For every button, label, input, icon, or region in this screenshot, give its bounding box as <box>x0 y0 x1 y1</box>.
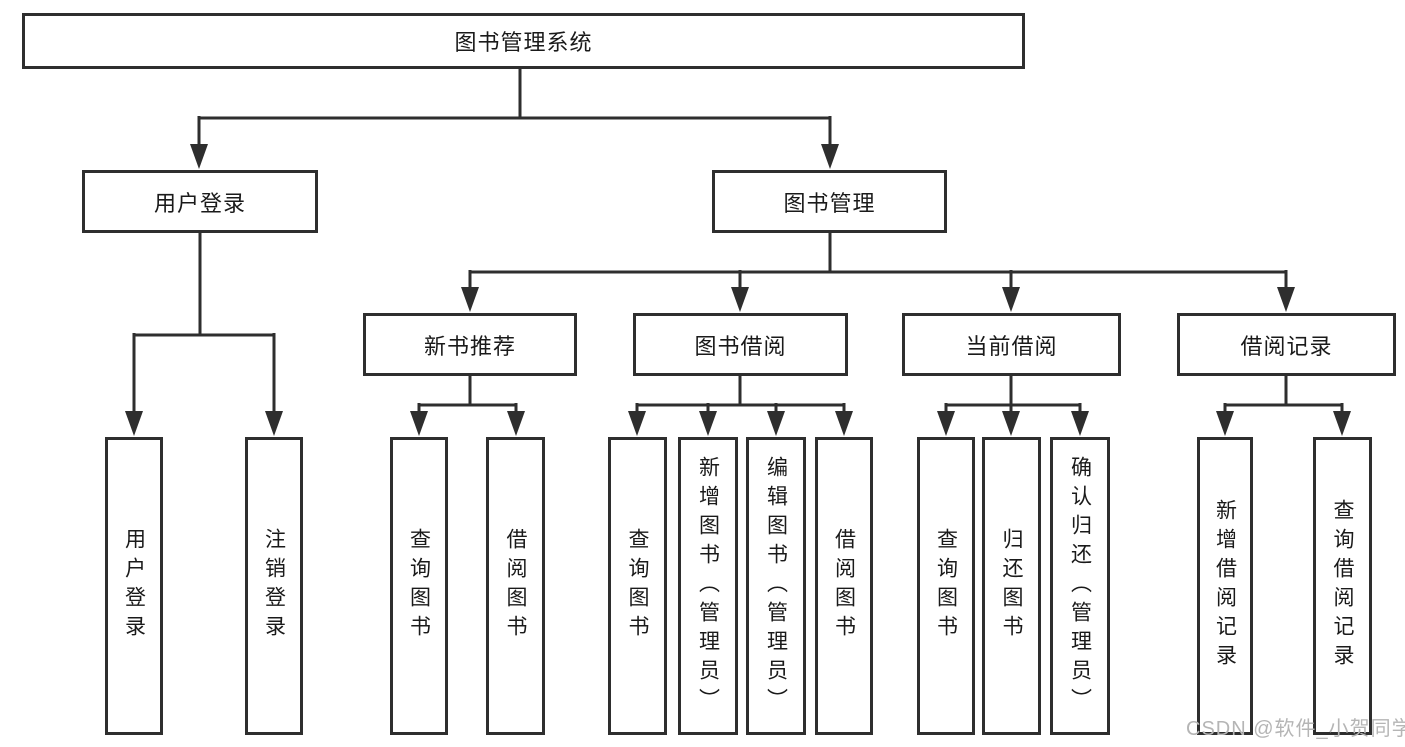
leaf-edit-books-admin: 编辑图书（管理员） <box>746 437 806 735</box>
node-book-borrowing: 图书借阅 <box>633 313 848 376</box>
node-user-login: 用户登录 <box>82 170 318 233</box>
leaf-return-books: 归还图书 <box>982 437 1041 735</box>
leaf-borrowing-query-books: 查询图书 <box>608 437 667 735</box>
leaf-add-borrow-record: 新增借阅记录 <box>1197 437 1253 735</box>
leaf-recommend-borrow-books: 借阅图书 <box>486 437 545 735</box>
node-book-management: 图书管理 <box>712 170 947 233</box>
leaf-confirm-return-admin: 确认归还（管理员） <box>1050 437 1110 735</box>
node-library-management-system: 图书管理系统 <box>22 13 1025 69</box>
csdn-watermark: CSDN @软件_小贺同学 <box>1186 718 1405 740</box>
node-new-book-recommendation: 新书推荐 <box>363 313 577 376</box>
leaf-recommend-query-books: 查询图书 <box>390 437 448 735</box>
leaf-user-login: 用户登录 <box>105 437 163 735</box>
leaf-logout: 注销登录 <box>245 437 303 735</box>
node-current-borrowing: 当前借阅 <box>902 313 1121 376</box>
leaf-add-books-admin: 新增图书（管理员） <box>678 437 738 735</box>
node-borrowing-records: 借阅记录 <box>1177 313 1396 376</box>
leaf-query-borrow-record: 查询借阅记录 <box>1313 437 1372 735</box>
leaf-current-query-books: 查询图书 <box>917 437 975 735</box>
leaf-borrowing-borrow-books: 借阅图书 <box>815 437 873 735</box>
